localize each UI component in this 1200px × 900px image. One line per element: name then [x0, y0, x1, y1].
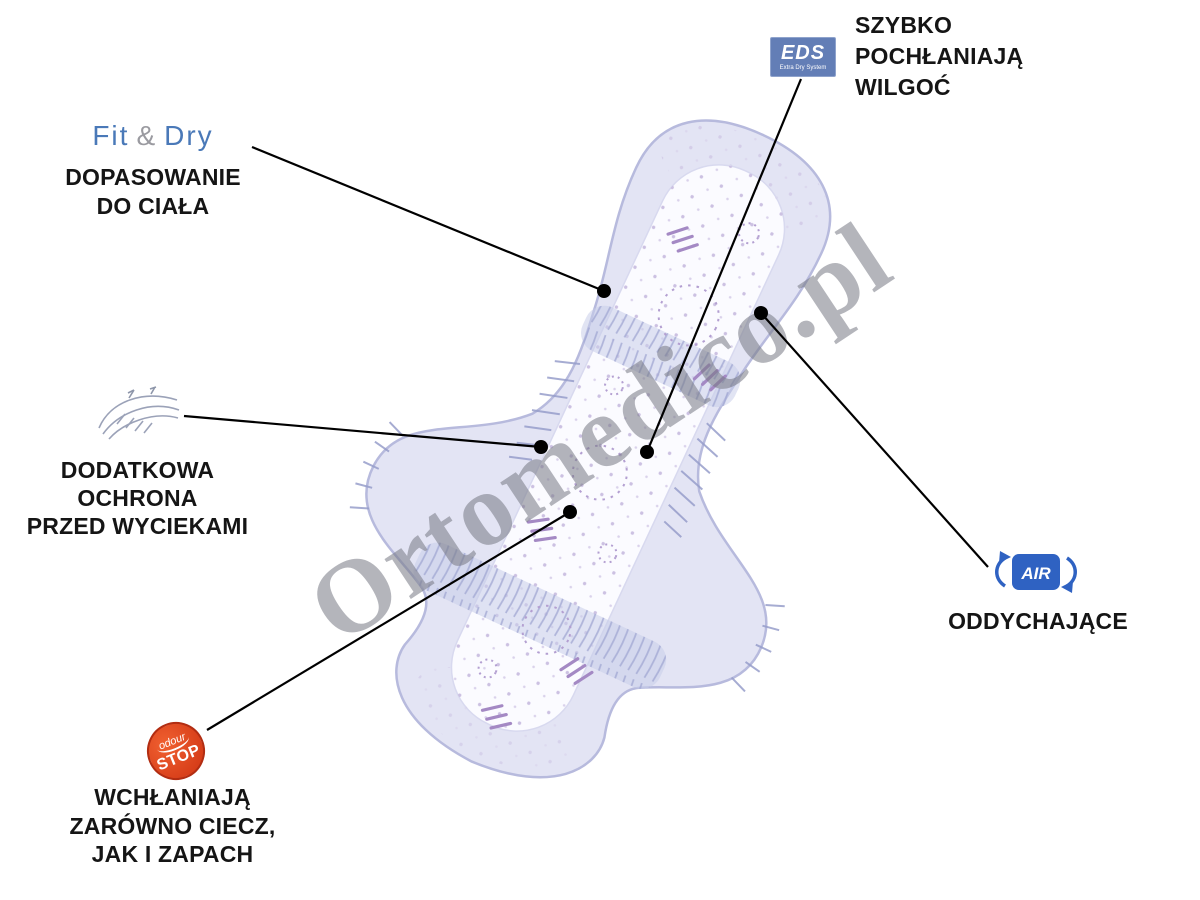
leak-guard-label-line1: DODATKOWA — [60, 457, 215, 483]
odour-stop-label: WCHŁANIAJĄ ZARÓWNO CIECZ, JAK I ZAPACH — [15, 783, 330, 869]
odour-stop-label-line2: ZARÓWNO CIECZ, — [69, 812, 276, 839]
eds-badge: EDS Extra Dry System — [770, 37, 836, 77]
fit-dry-logo: Fit&Dry — [28, 120, 278, 152]
fit-dry-label-line1: DOPASOWANIE — [65, 164, 241, 190]
air-badge-text: AIR — [1020, 564, 1051, 583]
odour-stop-label-line3: JAK I ZAPACH — [91, 841, 254, 867]
fit-dry-logo-dry: Dry — [164, 120, 214, 151]
eds-label-line2: POCHŁANIAJĄ — [855, 43, 1024, 69]
fit-dry-logo-amp: & — [136, 120, 158, 151]
fit-dry-label: DOPASOWANIE DO CIAŁA — [28, 163, 278, 221]
eds-label-line3: WILGOĆ — [855, 74, 951, 100]
eds-badge-subtext: Extra Dry System — [779, 64, 827, 71]
leak-guard-label: DODATKOWA OCHRONA PRZED WYCIEKAMI — [5, 456, 270, 540]
pad-shape-group — [349, 119, 832, 779]
air-badge: AIR — [995, 551, 1077, 593]
leak-guard-label-line2: OCHRONA — [77, 485, 198, 511]
fit-dry-label-line2: DO CIAŁA — [96, 193, 210, 219]
leak-guard-icon — [98, 386, 180, 440]
eds-badge-text: EDS — [780, 41, 826, 64]
odour-stop-label-line1: WCHŁANIAJĄ — [94, 784, 251, 810]
eds-label-line1: SZYBKO — [855, 12, 953, 38]
fit-dry-logo-fit: Fit — [92, 120, 130, 151]
leak-guard-label-line3: PRZED WYCIEKAMI — [26, 513, 249, 539]
breathable-label: ODDYCHAJĄCE — [948, 608, 1128, 634]
eds-label: SZYBKO POCHŁANIAJĄ WILGOĆ — [855, 10, 1175, 103]
